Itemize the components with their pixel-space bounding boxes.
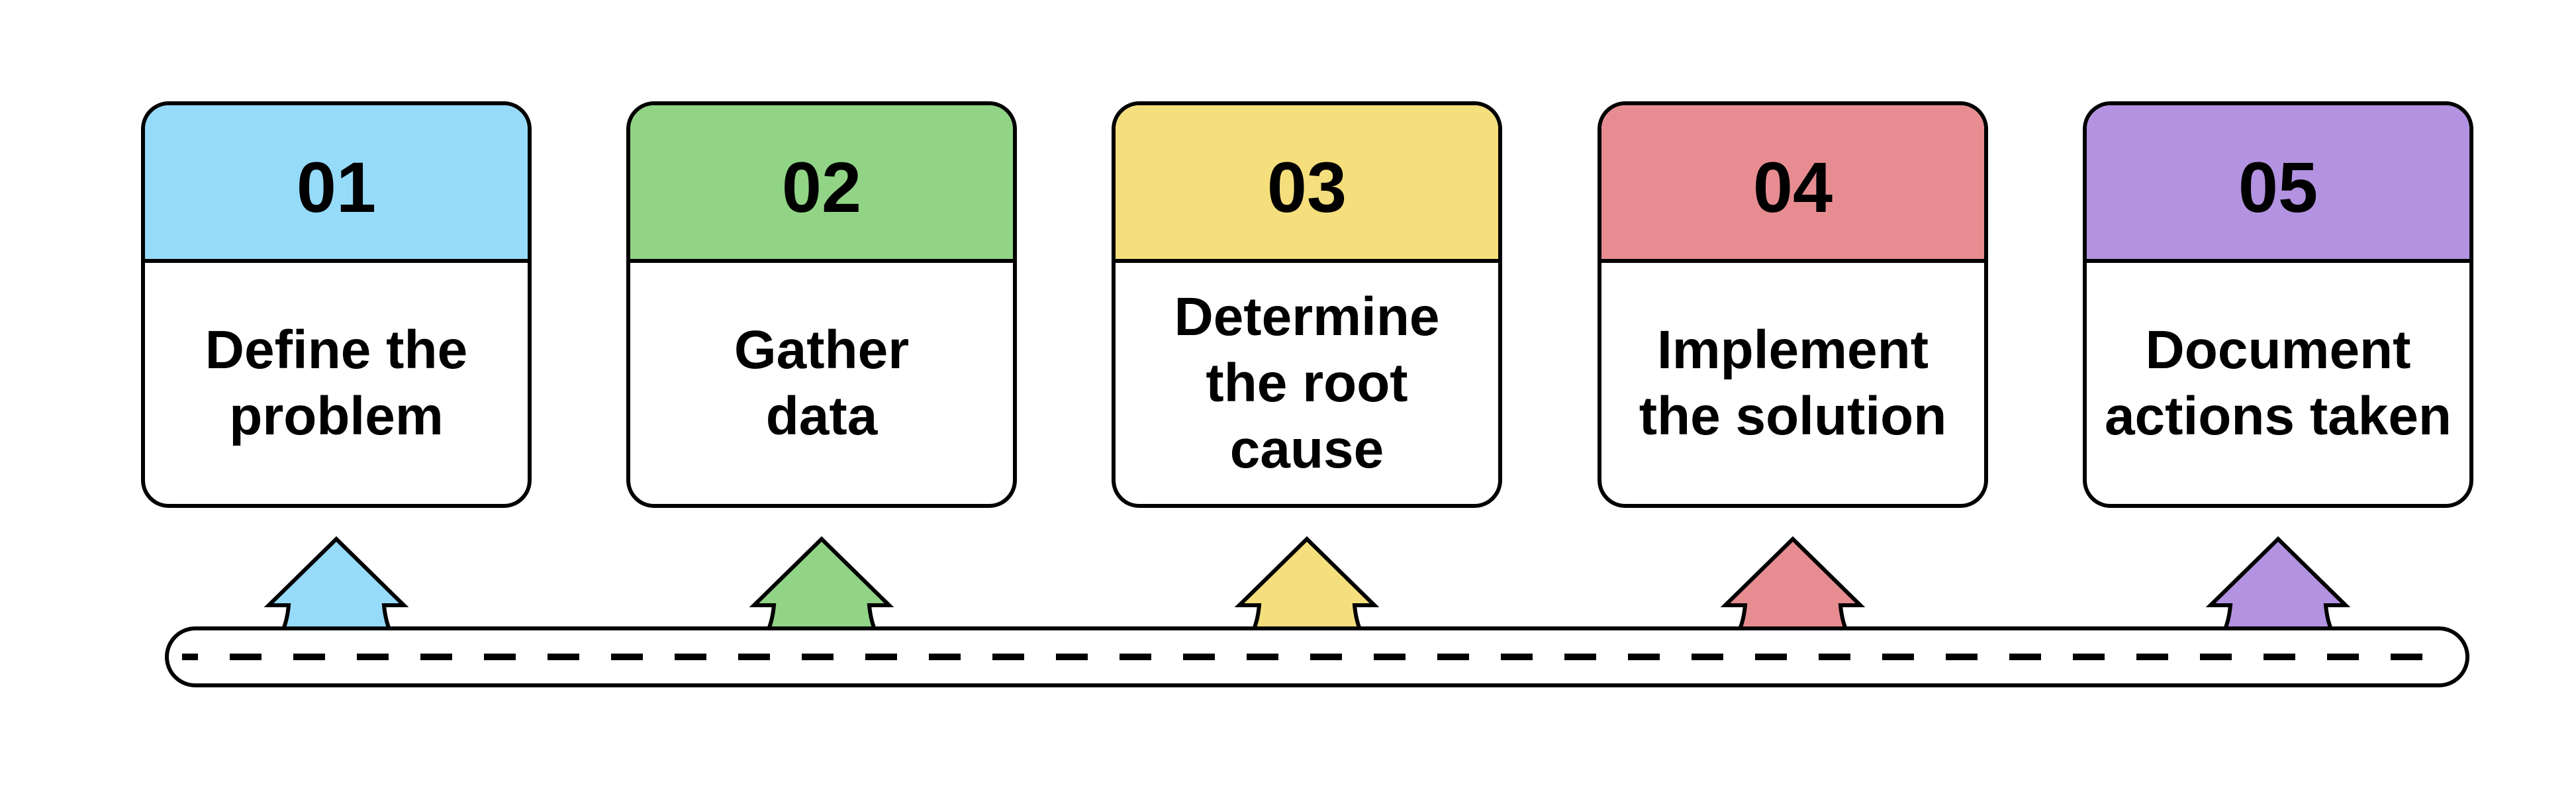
step-3-label: Determine the root cause [1174, 286, 1440, 480]
up-arrow-icon-1 [263, 536, 409, 630]
step-card-3: 03 Determine the root cause [1112, 101, 1502, 508]
road-bar [165, 626, 2469, 687]
step-card-2: 02 Gather data [626, 101, 1017, 508]
step-1-label: Define the problem [205, 319, 468, 446]
up-arrow-1-outline [263, 536, 409, 630]
up-arrow-icon-4 [1720, 536, 1866, 630]
up-arrow-4-fill [1725, 539, 1860, 629]
up-arrow-icon-3 [1234, 536, 1380, 630]
up-arrow-2-fill [754, 539, 889, 629]
road-center-dashed-line [182, 654, 2452, 660]
up-arrow-1-fill [269, 539, 404, 629]
step-card-4: 04 Implement the solution [1598, 101, 1988, 508]
up-arrow-3-outline [1234, 536, 1380, 630]
step-card-5: 05 Document actions taken [2083, 101, 2473, 508]
up-arrow-3-fill [1239, 539, 1374, 629]
up-arrow-5-fill [2211, 539, 2346, 629]
step-1-number: 01 [296, 147, 377, 227]
step-4-number: 04 [1752, 147, 1833, 227]
step-card-1: 01 Define the problem [141, 101, 532, 508]
step-2-label: Gather data [734, 319, 910, 446]
up-arrow-icon-2 [749, 536, 894, 630]
step-2-number: 02 [781, 147, 862, 227]
up-arrow-4-outline [1720, 536, 1866, 630]
step-5-label: Document actions taken [2104, 319, 2452, 446]
step-4-label: Implement the solution [1639, 319, 1947, 446]
step-1-header: 01 [145, 105, 528, 263]
step-2-header: 02 [630, 105, 1013, 263]
step-3-number: 03 [1266, 147, 1347, 227]
step-5-number: 05 [2238, 147, 2318, 227]
up-arrow-2-outline [749, 536, 894, 630]
up-arrow-icon-5 [2205, 536, 2351, 630]
step-5-header: 05 [2087, 105, 2469, 263]
step-3-header: 03 [1116, 105, 1498, 263]
up-arrow-5-outline [2205, 536, 2351, 630]
step-4-header: 04 [1601, 105, 1984, 263]
